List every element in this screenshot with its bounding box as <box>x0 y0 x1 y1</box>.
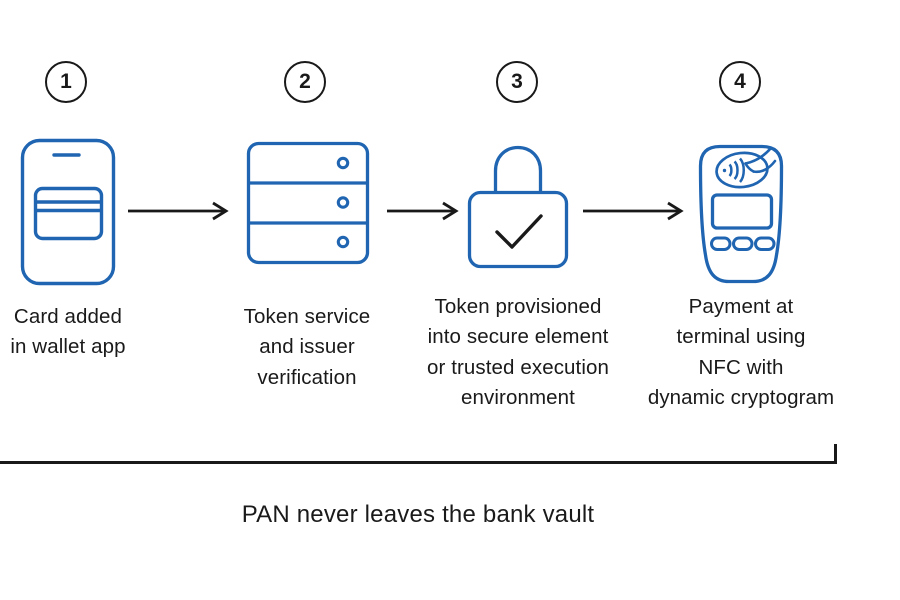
lock-check-icon <box>467 143 569 269</box>
server-icon <box>246 141 370 265</box>
step-number-2: 2 <box>299 70 311 93</box>
flow-arrow-1 <box>127 200 231 227</box>
step-number-1: 1 <box>60 70 72 93</box>
step-label-1: Card added in wallet app <box>10 305 126 359</box>
phone-wallet-icon <box>20 138 116 286</box>
step-label-3: Token provisioned into secure element or… <box>426 295 610 410</box>
step-number-badge-1: 1 <box>45 61 87 103</box>
step-number-4: 4 <box>734 70 746 93</box>
step-label-2: Token service and issuer verification <box>243 305 371 389</box>
payment-terminal-icon <box>695 143 787 285</box>
step-number-badge-4: 4 <box>719 61 761 103</box>
step-number-3: 3 <box>511 70 523 93</box>
diagram-caption: PAN never leaves the bank vault <box>241 501 595 528</box>
step-number-badge-3: 3 <box>496 61 538 103</box>
flow-arrow-2 <box>386 200 460 227</box>
scope-bracket <box>0 444 837 464</box>
contactless-tap-icon <box>715 146 777 189</box>
step-number-badge-2: 2 <box>284 61 326 103</box>
step-label-4: Payment at terminal using NFC with dynam… <box>647 295 835 410</box>
flow-arrow-3 <box>582 200 686 227</box>
